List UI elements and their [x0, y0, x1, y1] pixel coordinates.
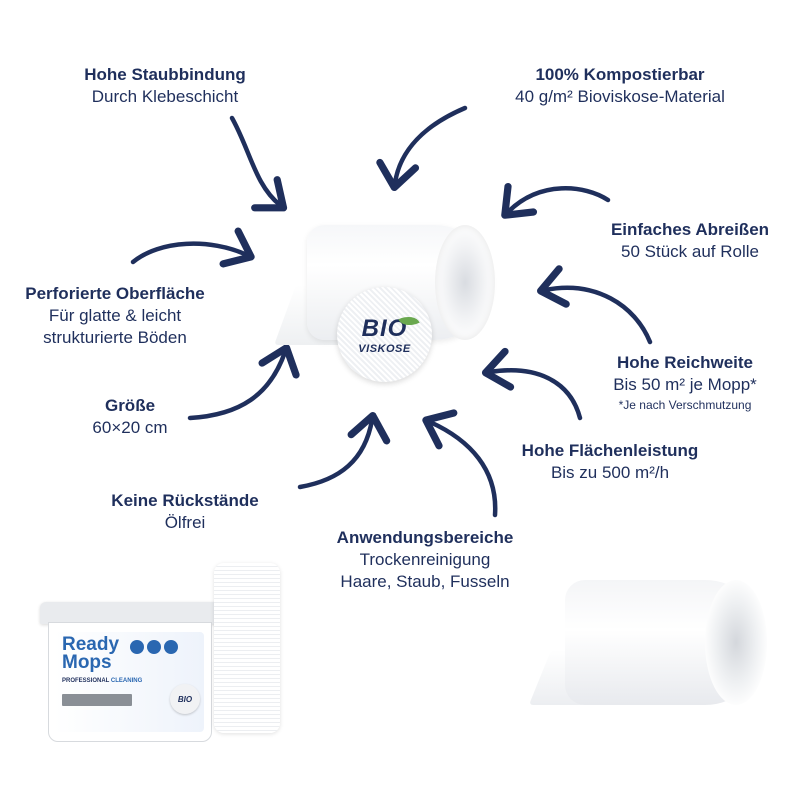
feature-footnote: *Je nach Verschmutzung: [618, 398, 752, 413]
feature-dot-icon: [147, 640, 161, 654]
bucket-lid: [40, 602, 220, 624]
feature-text: strukturierte Böden: [43, 328, 187, 348]
badge-viskose-text: VISKOSE: [358, 342, 411, 355]
feature-reichweite: Hohe Reichweite Bis 50 m² je Mopp* *Je n…: [580, 352, 790, 414]
feature-title: Hohe Reichweite: [616, 353, 754, 372]
roll-end: [705, 580, 767, 705]
feature-staubbindung: Hohe Staubbindung Durch Klebeschicht: [50, 64, 280, 108]
bucket-bio-badge: BIO: [170, 684, 200, 714]
feature-title: Hohe Flächenleistung: [521, 441, 699, 460]
feature-title: Größe: [104, 396, 156, 415]
arrow-reichweite: [536, 265, 653, 345]
feature-text: 50 Stück auf Rolle: [621, 242, 759, 262]
feature-anwendung: Anwendungsbereiche Trockenreinigung Haar…: [305, 527, 545, 593]
feature-text: 60×20 cm: [92, 418, 168, 438]
arrow-flaechenleistung: [481, 347, 583, 421]
feature-text: 40 g/m² Bioviskose-Material: [515, 87, 725, 107]
feature-title: Perforierte Oberfläche: [25, 284, 205, 303]
feature-text: Durch Klebeschicht: [91, 87, 239, 107]
brand-logo: Ready Mops: [62, 634, 120, 674]
bottom-roll-image: [528, 580, 770, 710]
feature-text: Trockenreinigung: [359, 550, 491, 570]
arrow-abreissen: [501, 182, 611, 219]
bio-viskose-badge: BIO VISKOSE: [337, 287, 432, 382]
arrow-anwendung: [422, 409, 498, 518]
feature-text: Bis zu 500 m²/h: [550, 463, 670, 483]
feature-text: Haare, Staub, Fusseln: [340, 572, 510, 592]
bucket-grey-bar: [62, 694, 132, 706]
feature-kompostierbar: 100% Kompostierbar 40 g/m² Bioviskose-Ma…: [470, 64, 770, 108]
cleaning-text: CLEANING: [110, 678, 143, 684]
feature-flaechenleistung: Hohe Flächenleistung Bis zu 500 m²/h: [500, 440, 720, 484]
feature-title: Hohe Staubbindung: [84, 65, 246, 84]
bucket-label: [54, 632, 204, 732]
feature-title: Keine Rückstände: [111, 491, 259, 510]
arrow-staubbindung: [229, 115, 288, 212]
feature-title: Anwendungsbereiche: [336, 528, 514, 547]
brand-line1: Ready: [62, 634, 120, 655]
arrow-oberflaeche: [130, 227, 255, 268]
arrow-rueckstaende: [297, 411, 391, 490]
product-bucket-image: Ready Mops PROFESSIONAL CLEANING BIO: [40, 602, 220, 742]
feature-abreissen: Einfaches Abreißen 50 Stück auf Rolle: [580, 219, 800, 263]
bucket-icon-row: [130, 640, 178, 654]
feature-title: Einfaches Abreißen: [610, 220, 770, 239]
professional-text: PROFESSIONAL: [62, 678, 110, 684]
feature-dot-icon: [164, 640, 178, 654]
feature-rueckstaende: Keine Rückstände Ölfrei: [90, 490, 280, 534]
feature-dot-icon: [130, 640, 144, 654]
center-roll-image: BIO VISKOSE: [274, 215, 500, 400]
feature-title: 100% Kompostierbar: [535, 65, 705, 84]
feature-oberflaeche: Perforierte Oberfläche Für glatte & leic…: [0, 283, 230, 349]
feature-groesse: Größe 60×20 cm: [60, 395, 200, 439]
arrow-kompostierbar: [376, 105, 468, 192]
sheet-stack-image: [214, 563, 280, 733]
feature-text: Bis 50 m² je Mopp*: [613, 375, 757, 395]
roll-end: [435, 225, 495, 340]
brand-line2: Mops: [62, 652, 112, 674]
professional-line: PROFESSIONAL CLEANING: [62, 678, 142, 684]
arrow-groesse: [187, 344, 300, 421]
feature-text: Ölfrei: [164, 513, 206, 533]
feature-text: Für glatte & leicht: [48, 306, 182, 326]
